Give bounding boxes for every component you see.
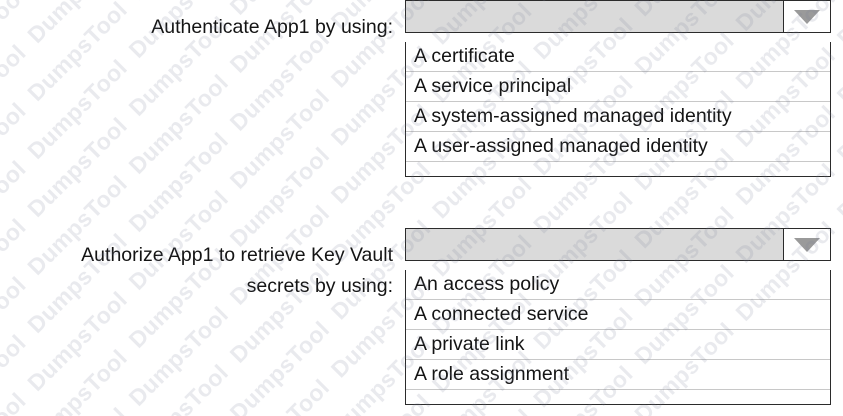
dropdown-option[interactable]: A private link	[406, 330, 830, 360]
dropdown-option[interactable]: A service principal	[406, 72, 830, 102]
dropdown-option[interactable]: A system-assigned managed identity	[406, 102, 830, 132]
question-row-authorize: Authorize App1 to retrieve Key Vault sec…	[0, 228, 831, 405]
authenticate-dropdown-toggle-button[interactable]	[783, 1, 830, 32]
authenticate-dropdown-closed-box[interactable]	[405, 0, 831, 33]
authorize-prompt-label: Authorize App1 to retrieve Key Vault sec…	[0, 228, 405, 302]
authorize-prompt-label-line2: secrets by using:	[246, 275, 393, 297]
authorize-dropdown-closed-box[interactable]	[405, 228, 831, 261]
authenticate-dropdown-selected-value	[406, 1, 783, 32]
authorize-prompt-label-line1: Authorize App1 to retrieve Key Vault	[81, 244, 393, 266]
chevron-down-icon	[794, 237, 820, 252]
chevron-down-icon	[794, 9, 820, 24]
authenticate-prompt-label: Authenticate App1 by using:	[151, 16, 393, 38]
authenticate-dropdown-option-list[interactable]: A certificate A service principal A syst…	[405, 42, 831, 177]
authorize-dropdown-toggle-button[interactable]	[783, 229, 830, 260]
dropdown-option[interactable]: An access policy	[406, 270, 830, 300]
dropdown-option[interactable]: A certificate	[406, 42, 830, 72]
dropdown-option[interactable]: A role assignment	[406, 360, 830, 390]
question-row-authenticate: Authenticate App1 by using: A certificat…	[0, 0, 831, 177]
authorize-dropdown-option-list[interactable]: An access policy A connected service A p…	[405, 270, 831, 405]
authorize-app1-dropdown[interactable]: An access policy A connected service A p…	[405, 228, 831, 405]
dropdown-option[interactable]: A user-assigned managed identity	[406, 132, 830, 162]
authorize-dropdown-selected-value	[406, 229, 783, 260]
dropdown-option[interactable]: A connected service	[406, 300, 830, 330]
authenticate-app1-dropdown[interactable]: A certificate A service principal A syst…	[405, 0, 831, 177]
